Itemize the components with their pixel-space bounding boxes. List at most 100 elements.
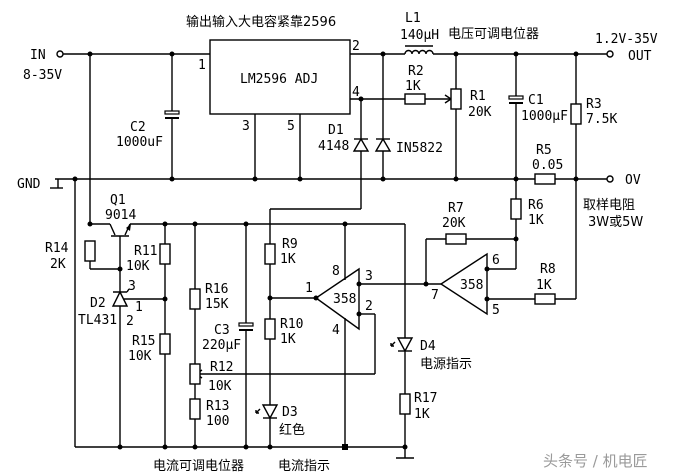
c1-value: 1000μF — [521, 109, 568, 124]
watermark: 头条号 / 机电匠 — [543, 452, 648, 470]
r9-ref: R9 — [282, 237, 298, 252]
op-amp-right-name: 358 — [460, 278, 483, 293]
d5822-value: IN5822 — [396, 141, 443, 156]
gnd-label: GND — [17, 177, 41, 192]
lm2596-ic — [209, 39, 351, 115]
op-amp-left-pin-1: 1 — [305, 281, 313, 296]
out-terminal — [606, 50, 614, 58]
r7-resistor — [445, 233, 467, 245]
r7-ref: R7 — [448, 201, 464, 216]
c2-value: 1000uF — [116, 135, 163, 150]
d3-note: 电流指示 — [278, 459, 330, 474]
c3-value: 220μF — [202, 338, 241, 353]
d2-pin-1: 1 — [135, 300, 143, 315]
l1-ref: L1 — [405, 11, 421, 26]
junction — [267, 444, 273, 450]
d3-led — [261, 404, 279, 420]
r2-value: 1K — [405, 79, 421, 94]
l1-inductor — [404, 49, 434, 55]
in-label: IN — [30, 48, 46, 63]
junction — [313, 295, 319, 301]
r14-resistor — [84, 240, 96, 262]
r9-resistor — [264, 243, 276, 265]
d4-ref: D4 — [420, 339, 436, 354]
op-amp-right-pin-5: 5 — [492, 303, 500, 318]
junction — [192, 444, 198, 450]
out-label: OUT — [628, 49, 652, 64]
op-amp-left — [314, 267, 360, 331]
op-amp-right-pin-6: 6 — [492, 253, 500, 268]
r17-ref: R17 — [414, 391, 437, 406]
r12-value: 10K — [208, 379, 232, 394]
c1-ref: C1 — [528, 93, 544, 108]
r15-value: 10K — [128, 349, 152, 364]
r10-ref: R10 — [280, 317, 303, 332]
d2-pin-3: 3 — [128, 279, 136, 294]
r11-resistor — [159, 243, 171, 265]
d3-ref: D3 — [282, 405, 298, 420]
r6-resistor — [510, 198, 522, 220]
junction — [573, 176, 579, 182]
r16-resistor — [189, 288, 201, 310]
d5822-diode — [374, 137, 392, 152]
r1-ref: R1 — [470, 89, 486, 104]
op-amp-left-pin-4: 4 — [332, 323, 340, 338]
ic-pin-1: 1 — [198, 58, 206, 73]
d2-ref: D2 — [90, 296, 106, 311]
r6-ref: R6 — [528, 198, 544, 213]
c3-plate-pos — [238, 322, 254, 327]
q1-collector — [109, 223, 116, 236]
op-amp-right-pin-7: 7 — [431, 288, 439, 303]
r8-resistor — [534, 293, 556, 305]
r17-resistor — [399, 393, 411, 415]
r1-value: 20K — [468, 105, 492, 120]
in-range-label: 8-35V — [23, 68, 62, 83]
op-amp-right — [439, 252, 488, 316]
r13-ref: R13 — [206, 399, 229, 414]
r11-value: 10K — [126, 259, 150, 274]
out-range-label: 1.2V-35V — [595, 32, 658, 47]
op-amp-left-pin-8: 8 — [332, 264, 340, 279]
in-terminal — [56, 50, 64, 58]
junction — [484, 296, 490, 302]
r12-note: 电流可调电位器 — [153, 459, 244, 474]
r5-note2: 3W或5W — [588, 215, 643, 230]
d1-value: 4148 — [318, 139, 349, 154]
d4-note: 电源指示 — [420, 357, 472, 372]
r2-resistor — [404, 93, 426, 105]
op-amp-left-pin-3: 3 — [365, 269, 373, 284]
d1-diode — [352, 137, 370, 152]
ic-name: LM2596 ADJ — [240, 72, 318, 87]
junction — [342, 444, 348, 450]
r15-ref: R15 — [132, 334, 155, 349]
r13-value: 100 — [206, 414, 229, 429]
r3-ref: R3 — [586, 97, 602, 112]
q1-ref: Q1 — [110, 193, 126, 208]
q1-value: 9014 — [105, 208, 136, 223]
ov-label: OV — [625, 173, 641, 188]
r5-note: 取样电阻 — [583, 198, 635, 213]
r12-potentiometer[interactable] — [189, 363, 201, 385]
q1-emitter-arrow — [126, 224, 131, 231]
r1-potentiometer[interactable] — [450, 88, 462, 110]
r11-ref: R11 — [134, 244, 157, 259]
r6-value: 1K — [528, 213, 544, 228]
d3-light-arrow-icon — [255, 408, 261, 414]
c1-plate-pos — [508, 95, 524, 100]
r13-resistor — [189, 398, 201, 420]
d2-cathode — [113, 288, 130, 293]
r16-ref: R16 — [205, 282, 228, 297]
r8-value: 1K — [536, 278, 552, 293]
l1-value: 140μH — [400, 28, 439, 43]
ic-pin-2: 2 — [352, 39, 360, 54]
c3-ref: C3 — [214, 323, 230, 338]
r1-note: 电压可调电位器 — [448, 27, 539, 42]
ic-pin-5: 5 — [287, 119, 295, 134]
c2-ref: C2 — [130, 120, 146, 135]
r12-ref: R12 — [210, 360, 233, 375]
ic-pin-4: 4 — [352, 85, 360, 100]
r14-value: 2K — [50, 257, 66, 272]
r9-value: 1K — [280, 252, 296, 267]
d2-pin-2: 2 — [126, 314, 134, 329]
